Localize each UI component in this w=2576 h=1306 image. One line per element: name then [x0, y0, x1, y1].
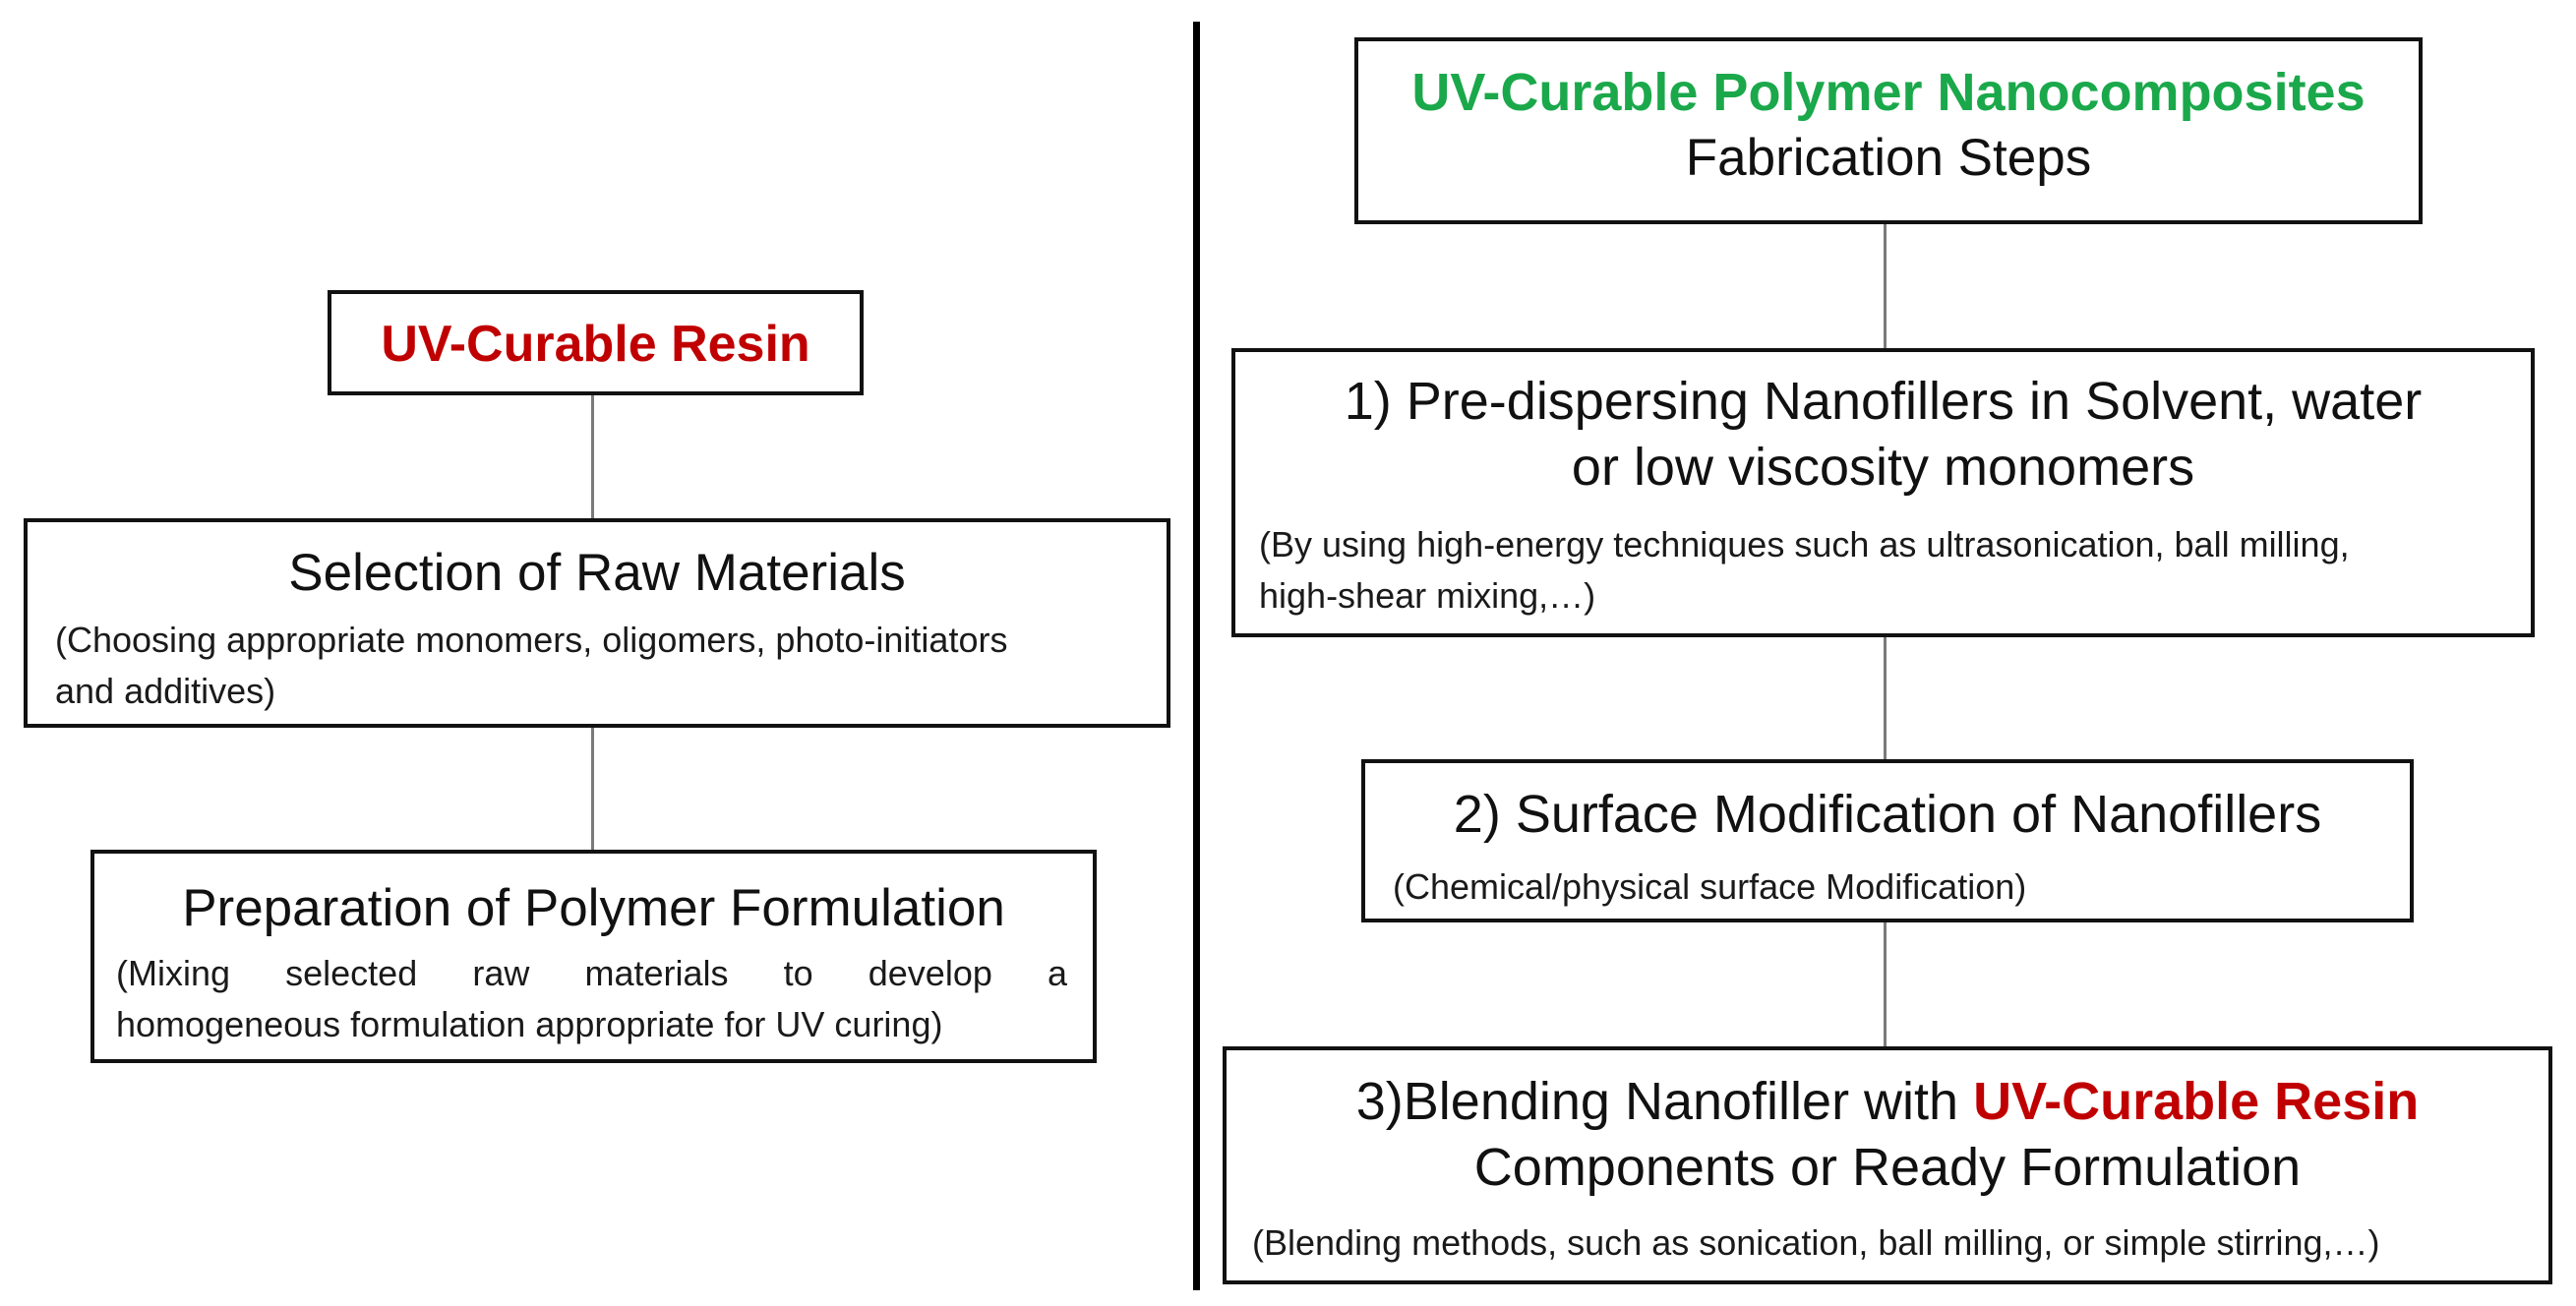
right-step-2-title: 2) Surface Modification of Nanofillers — [1453, 785, 2322, 844]
connector-right-2 — [1884, 637, 1887, 761]
right-step-3-title-line2: Components or Ready Formulation — [1473, 1137, 2302, 1197]
right-step-1-title-line1: 1) Pre-dispersing Nanofillers in Solvent… — [1344, 372, 2423, 431]
left-root-box: UV-Curable Resin — [328, 290, 864, 395]
left-root-title: UV-Curable Resin — [381, 316, 810, 373]
right-step-3-desc: (Blending methods, such as sonication, b… — [1252, 1222, 2380, 1263]
center-divider — [1193, 22, 1200, 1290]
right-step-2-desc: (Chemical/physical surface Modification) — [1393, 866, 2027, 907]
left-step-1-box: Selection of Raw Materials (Choosing app… — [24, 518, 1170, 728]
connector-left-2 — [591, 728, 594, 852]
left-step-2-box: Preparation of Polymer Formulation (Mixi… — [90, 850, 1097, 1063]
left-step-2-desc-line2: homogeneous formulation appropriate for … — [116, 1004, 943, 1044]
right-step-3-box: 3)Blending Nanofiller with UV-Curable Re… — [1223, 1046, 2552, 1284]
connector-left-1 — [591, 393, 594, 519]
right-step-1-title-line2: or low viscosity monomers — [1571, 437, 2195, 497]
right-step-1-desc-line1: (By using high-energy techniques such as… — [1259, 524, 2350, 564]
connector-right-3 — [1884, 922, 1887, 1048]
left-step-1-title: Selection of Raw Materials — [288, 544, 906, 602]
right-step-1-desc-line2: high-shear mixing,…) — [1259, 575, 1596, 616]
right-step-3-title-line1: 3)Blending Nanofiller with UV-Curable Re… — [1227, 1070, 2548, 1134]
right-step-1-box: 1) Pre-dispersing Nanofillers in Solvent… — [1231, 348, 2535, 637]
connector-right-1 — [1884, 224, 1887, 350]
right-root-title: UV-Curable Polymer Nanocomposites — [1411, 63, 2366, 122]
right-step-3-title-highlight: UV-Curable Resin — [1973, 1072, 2420, 1131]
left-step-1-desc-line1: (Choosing appropriate monomers, oligomer… — [55, 620, 1008, 660]
right-root-box: UV-Curable Polymer Nanocomposites Fabric… — [1354, 37, 2423, 224]
right-step-2-box: 2) Surface Modification of Nanofillers (… — [1361, 759, 2414, 922]
left-step-1-desc-line2: and additives) — [55, 671, 276, 711]
right-root-subtitle: Fabrication Steps — [1685, 128, 2092, 187]
left-step-2-desc-line1: (Mixing selected raw materials to develo… — [116, 953, 1067, 993]
left-step-2-title: Preparation of Polymer Formulation — [182, 879, 1005, 937]
right-step-3-title-prefix: 3)Blending Nanofiller with — [1355, 1072, 1974, 1131]
